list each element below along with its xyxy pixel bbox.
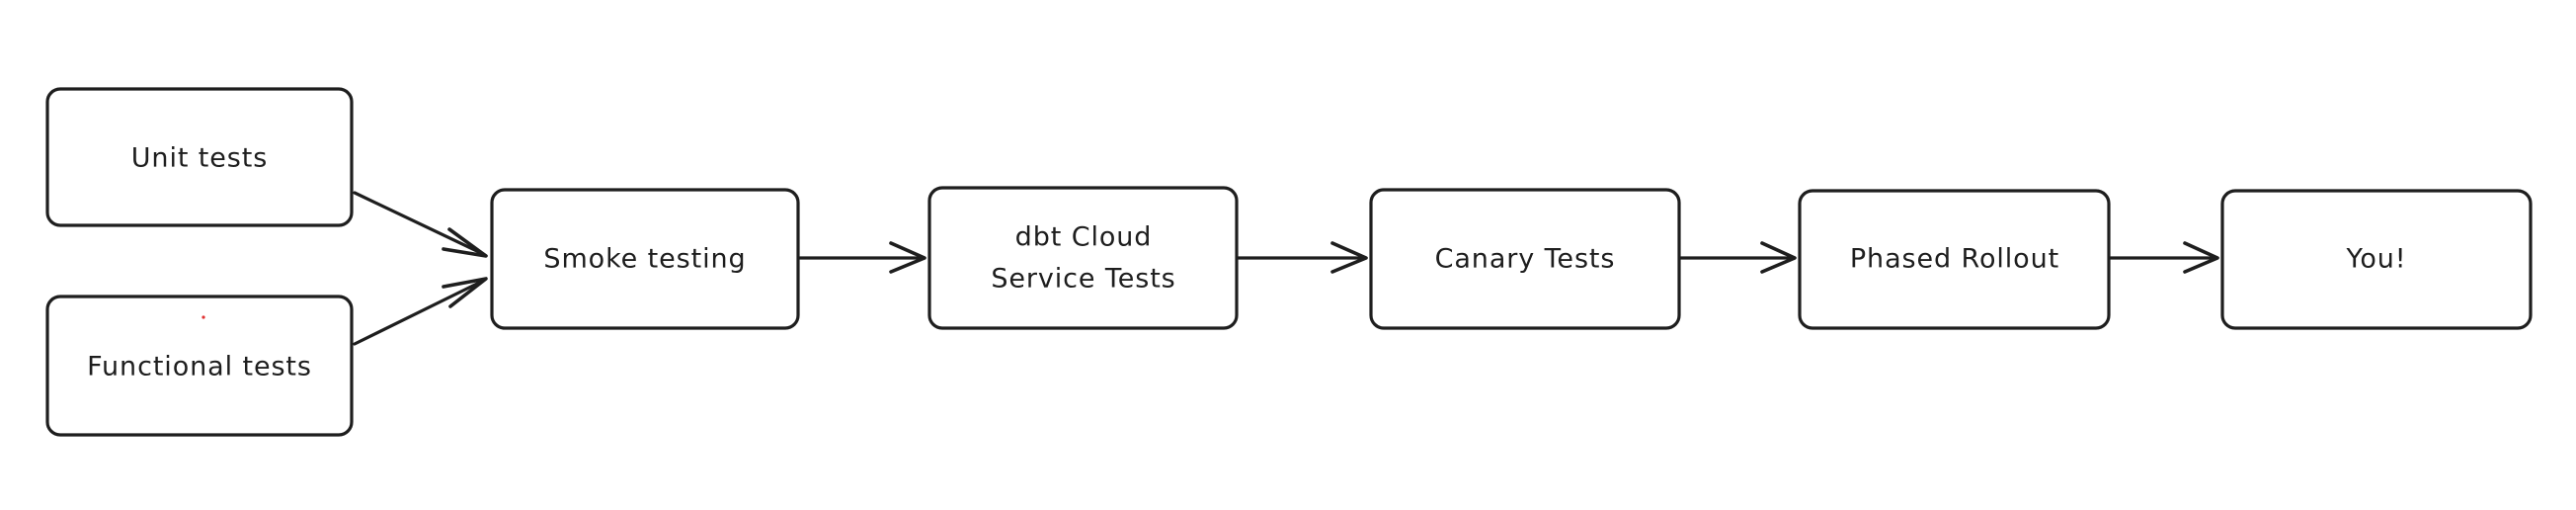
node-label-smoke-testing: Smoke testing	[543, 244, 746, 275]
node-box-unit-tests[interactable]	[45, 87, 354, 227]
edge-line-functional-to-smoke	[353, 280, 483, 346]
node-label-dbt-cloud-line2: Service Tests	[991, 264, 1175, 295]
edge-line-unit-to-smoke	[353, 191, 483, 255]
node-unit-tests[interactable]: Unit tests	[45, 87, 354, 227]
node-box-dbt-cloud-service-tests[interactable]	[927, 186, 1239, 330]
node-box-phased-rollout[interactable]	[1798, 189, 2111, 330]
edge-unit-tests-to-smoke-testing	[353, 191, 488, 258]
edge-smoke-testing-to-dbt-cloud-service-tests	[798, 241, 926, 274]
node-box-smoke-testing[interactable]	[490, 188, 800, 330]
node-label-you: You!	[2346, 244, 2407, 275]
edge-layer	[353, 191, 2219, 346]
node-label-unit-tests: Unit tests	[131, 143, 268, 174]
arrow-head-dbt-to-canary	[1330, 241, 1368, 274]
node-you[interactable]: You!	[2220, 189, 2533, 330]
arrow-head-smoke-to-dbt	[889, 241, 926, 274]
ink-speck	[201, 315, 205, 319]
edge-dbt-cloud-service-tests-to-canary-tests	[1237, 241, 1368, 274]
node-dbt-cloud-service-tests[interactable]: dbt Cloud Service Tests	[927, 186, 1239, 330]
node-label-canary-tests: Canary Tests	[1435, 244, 1616, 275]
node-smoke-testing[interactable]: Smoke testing	[490, 188, 800, 330]
node-label-functional-tests: Functional tests	[87, 352, 312, 382]
node-box-functional-tests[interactable]	[45, 295, 354, 437]
arrow-head-unit-to-smoke	[442, 227, 488, 258]
node-layer: Unit tests Functional tests Smoke testin…	[45, 87, 2533, 437]
edge-functional-tests-to-smoke-testing	[353, 277, 488, 346]
node-label-phased-rollout: Phased Rollout	[1850, 244, 2059, 275]
arrow-head-canary-to-phased	[1760, 241, 1797, 274]
node-box-canary-tests[interactable]	[1369, 188, 1681, 330]
node-label-dbt-cloud-line1: dbt Cloud	[1015, 222, 1153, 253]
arrow-head-functional-to-smoke	[442, 277, 488, 308]
edge-phased-rollout-to-you	[2109, 241, 2219, 274]
node-canary-tests[interactable]: Canary Tests	[1369, 188, 1681, 330]
edge-canary-tests-to-phased-rollout	[1679, 241, 1797, 274]
node-phased-rollout[interactable]: Phased Rollout	[1798, 189, 2111, 330]
arrow-head-phased-to-you	[2183, 241, 2219, 274]
node-functional-tests[interactable]: Functional tests	[45, 295, 354, 437]
node-box-you[interactable]	[2220, 189, 2533, 330]
